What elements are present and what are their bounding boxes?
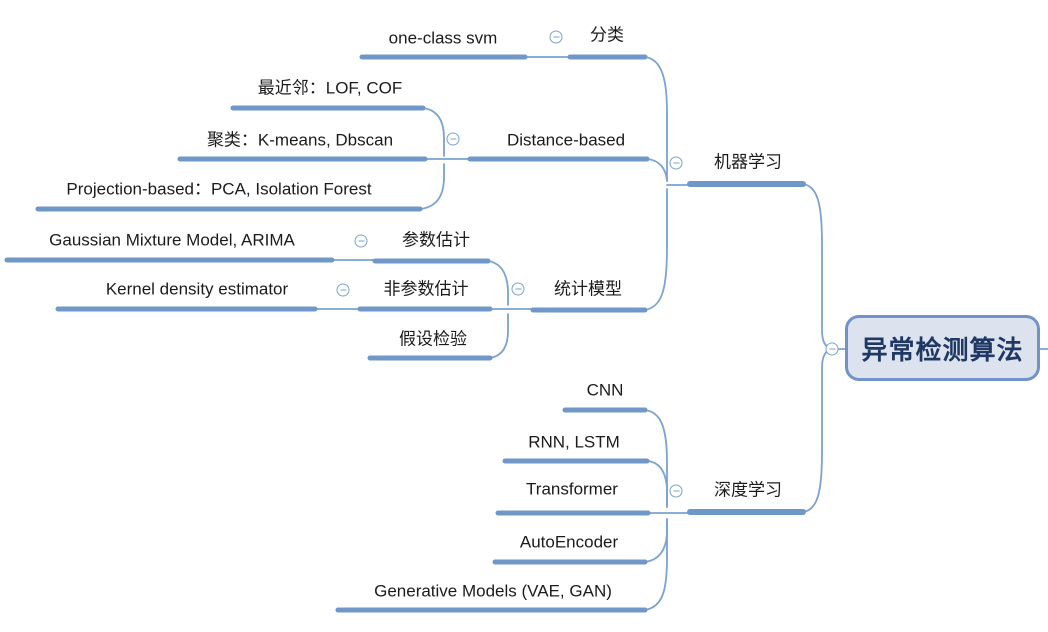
- nonparametric-estimation-collapse-minus-icon[interactable]: [336, 283, 350, 297]
- node-rnn-lstm[interactable]: RNN, LSTM: [528, 432, 620, 452]
- node-statistical-model[interactable]: 统计模型: [554, 279, 622, 299]
- edge-distance-to-ml: [646, 158, 668, 182]
- node-generative-models[interactable]: Generative Models (VAE, GAN): [374, 581, 612, 601]
- root-topic-label: 异常检测算法: [861, 334, 1024, 365]
- node-distance-based[interactable]: Distance-based: [506, 130, 626, 150]
- minus-bar: [340, 289, 346, 291]
- connector-lines: [314, 56, 1048, 611]
- node-clustering[interactable]: 聚类：K-means, Dbscan: [206, 130, 394, 150]
- root-collapse-minus-icon[interactable]: [825, 342, 839, 356]
- machine-learning-collapse-minus-icon[interactable]: [669, 156, 683, 170]
- node-hypothesis-testing[interactable]: 假设检验: [399, 329, 467, 349]
- node-root[interactable]: 异常检测算法: [845, 315, 1040, 381]
- edge-projection-to-distance: [419, 163, 445, 210]
- node-parameter-estimation[interactable]: 参数估计: [402, 230, 470, 250]
- statistical-model-collapse-minus-icon[interactable]: [511, 282, 525, 296]
- edge-generative-to-dl: [644, 518, 668, 611]
- node-nonparametric-estimation[interactable]: 非参数估计: [383, 279, 469, 299]
- edge-cnn-to-dl: [644, 409, 668, 508]
- minus-bar: [673, 490, 679, 492]
- edge-nearestneighbor-to-distance: [422, 107, 445, 157]
- distance-based-collapse-minus-icon[interactable]: [446, 132, 460, 146]
- classification-collapse-minus-icon[interactable]: [549, 30, 563, 44]
- node-gmm-arima[interactable]: Gaussian Mixture Model, ARIMA: [49, 230, 295, 250]
- minus-bar: [450, 138, 456, 140]
- node-autoencoder[interactable]: AutoEncoder: [519, 532, 619, 552]
- deep-learning-collapse-minus-icon[interactable]: [669, 484, 683, 498]
- edge-classification-to-ml: [644, 56, 668, 182]
- topic-underlines: [4, 54, 806, 613]
- node-deep-learning[interactable]: 深度学习: [714, 480, 782, 500]
- node-one-class-svm[interactable]: one-class svm: [388, 28, 498, 48]
- minus-bar: [553, 36, 559, 38]
- edge-ml-to-root: [802, 183, 834, 350]
- minus-bar: [515, 288, 521, 290]
- node-projection-based[interactable]: Projection-based：PCA, Isolation Forest: [66, 179, 372, 199]
- edge-paramest-to-statmodel: [487, 260, 509, 306]
- node-machine-learning[interactable]: 机器学习: [714, 152, 782, 172]
- node-nearest-neighbor[interactable]: 最近邻：LOF, COF: [257, 78, 403, 98]
- edge-hypothesis-to-statmodel: [489, 313, 509, 359]
- edge-statmodel-to-ml: [644, 188, 668, 311]
- node-classification[interactable]: 分类: [590, 25, 624, 45]
- node-cnn[interactable]: CNN: [586, 380, 624, 400]
- node-kernel-density[interactable]: Kernel density estimator: [105, 279, 289, 299]
- minus-bar: [358, 240, 364, 242]
- parameter-estimation-collapse-minus-icon[interactable]: [354, 234, 368, 248]
- minus-bar: [673, 162, 679, 164]
- edge-dl-to-root: [802, 348, 834, 513]
- minus-bar: [829, 348, 835, 350]
- edge-rnn-to-dl: [646, 460, 668, 508]
- node-transformer[interactable]: Transformer: [526, 479, 618, 499]
- edge-autoencoder-to-dl: [644, 518, 668, 563]
